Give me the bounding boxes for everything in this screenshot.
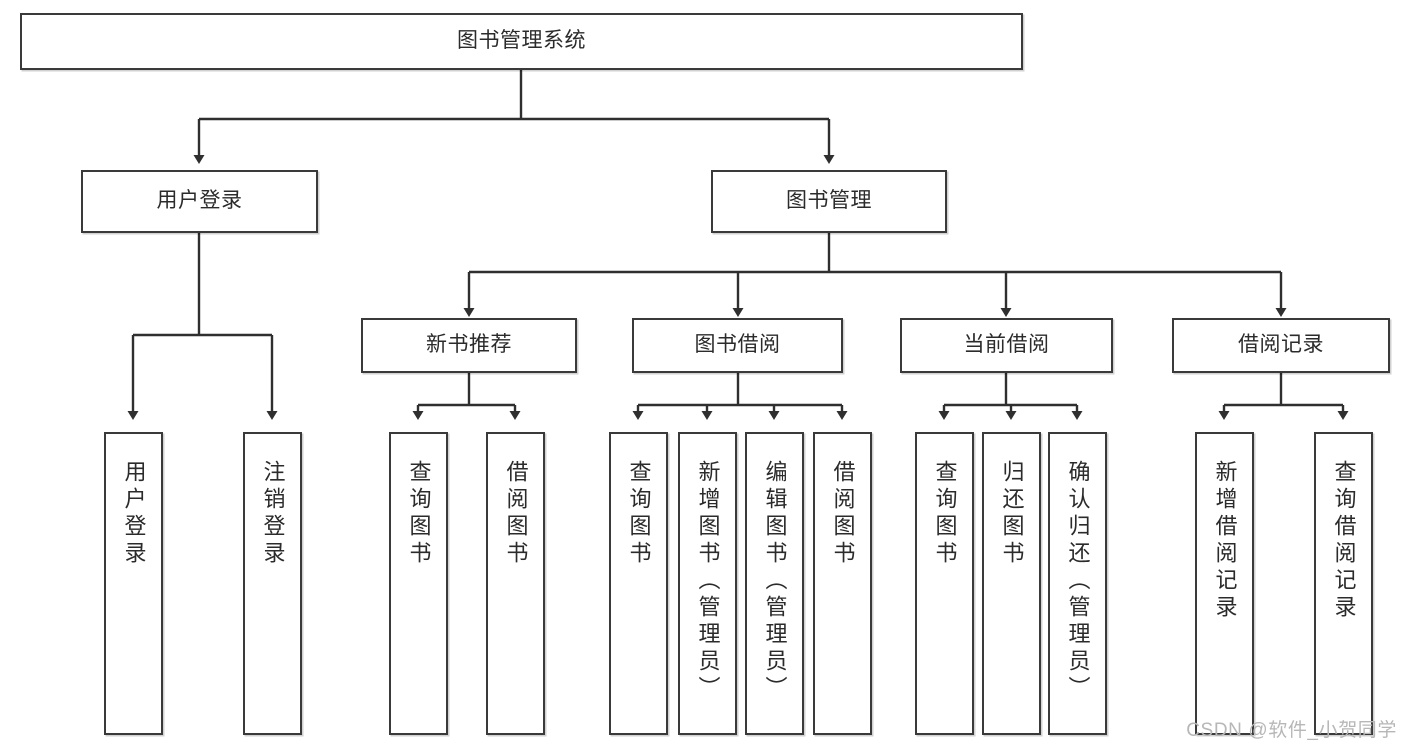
leaf-user-login-login[interactable]: 用户登录 [104,432,163,735]
node-label: 查询图书 [406,460,432,568]
node-label: 用户登录 [121,460,147,568]
node-label: 图书借阅 [694,333,781,357]
node-label: 新增图书（管理员） [695,460,721,703]
leaf-current-return-book[interactable]: 归还图书 [982,432,1041,735]
node-label: 查询图书 [626,460,652,568]
node-label: 用户登录 [156,189,243,213]
node-user-login[interactable]: 用户登录 [81,170,318,233]
node-label: 当前借阅 [963,333,1050,357]
leaf-user-login-logout[interactable]: 注销登录 [243,432,302,735]
node-book-borrow[interactable]: 图书借阅 [632,318,843,373]
node-label: 新增借阅记录 [1212,460,1238,622]
node-new-book-recommend[interactable]: 新书推荐 [361,318,577,373]
node-book-management-system[interactable]: 图书管理系统 [20,13,1023,70]
leaf-current-query-book[interactable]: 查询图书 [915,432,974,735]
leaf-record-query-record[interactable]: 查询借阅记录 [1314,432,1373,735]
node-label: 查询图书 [932,460,958,568]
node-label: 归还图书 [999,460,1025,568]
csdn-watermark: CSDN @软件_小贺同学 [1186,720,1397,741]
leaf-borrow-add-book-admin[interactable]: 新增图书（管理员） [678,432,737,735]
node-label: 图书管理 [786,189,872,213]
node-current-borrow[interactable]: 当前借阅 [900,318,1113,373]
node-label: 查询借阅记录 [1331,460,1357,622]
node-label: 借阅记录 [1238,333,1324,357]
leaf-current-confirm-return-admin[interactable]: 确认归还（管理员） [1048,432,1107,735]
node-borrow-record[interactable]: 借阅记录 [1172,318,1390,373]
leaf-new-book-borrow[interactable]: 借阅图书 [486,432,545,735]
leaf-borrow-edit-book-admin[interactable]: 编辑图书（管理员） [745,432,804,735]
node-label: 图书管理系统 [457,29,586,53]
node-label: 编辑图书（管理员） [762,460,788,703]
leaf-new-book-query[interactable]: 查询图书 [389,432,448,735]
leaf-record-add-record[interactable]: 新增借阅记录 [1195,432,1254,735]
node-label: 注销登录 [260,460,286,568]
node-label: 确认归还（管理员） [1065,460,1091,703]
node-label: 借阅图书 [503,460,529,568]
node-label: 新书推荐 [426,333,512,357]
node-label: 借阅图书 [830,460,856,568]
leaf-borrow-query-book[interactable]: 查询图书 [609,432,668,735]
node-book-management[interactable]: 图书管理 [711,170,947,233]
leaf-borrow-borrow-book[interactable]: 借阅图书 [813,432,872,735]
